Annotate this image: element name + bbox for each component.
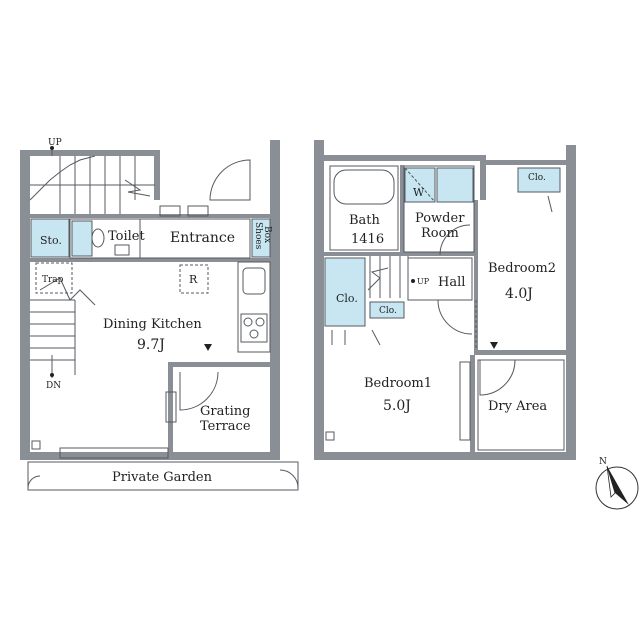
powder-room-label-2: Room bbox=[421, 226, 459, 241]
dining-kitchen-size: 9.7J bbox=[137, 337, 165, 353]
closet-bedroom2 bbox=[517, 167, 561, 193]
refrigerator-label: R bbox=[189, 273, 198, 286]
entrance-door[interactable] bbox=[209, 159, 251, 201]
wall-lower-rooms bbox=[30, 258, 272, 262]
wall-top-step bbox=[480, 155, 486, 200]
trap-door[interactable] bbox=[35, 262, 73, 294]
toilet-label: Toilet bbox=[108, 229, 145, 244]
toilet-sink bbox=[71, 220, 93, 257]
wall-right bbox=[270, 140, 280, 460]
kitchen-sink bbox=[242, 267, 266, 295]
garden-gate-left[interactable] bbox=[27, 475, 41, 489]
entrance-step-2 bbox=[187, 205, 209, 217]
shoes-box-label-2: Box bbox=[262, 226, 272, 243]
stove bbox=[240, 313, 268, 343]
storage-label: Sto. bbox=[40, 234, 62, 247]
bedroom2-size: 4.0J bbox=[505, 286, 533, 302]
wall-top-2 bbox=[314, 155, 484, 161]
down-arrow-icon-2 bbox=[490, 342, 498, 349]
down-arrow-icon bbox=[204, 344, 212, 351]
wall-right-2 bbox=[566, 145, 576, 460]
grating-terrace-label-1: Grating bbox=[200, 404, 250, 419]
wall-bath-bottom bbox=[324, 252, 474, 256]
bedroom2-label: Bedroom2 bbox=[488, 261, 556, 276]
closet-small-label: Clo. bbox=[379, 306, 397, 316]
bath-label: Bath bbox=[349, 213, 381, 228]
hall-door[interactable] bbox=[437, 299, 473, 335]
closet-small bbox=[369, 301, 405, 319]
grating-terrace-label-2: Terrace bbox=[200, 419, 251, 434]
private-garden-label: Private Garden bbox=[112, 470, 213, 485]
refrigerator-space bbox=[179, 264, 209, 294]
shoes-box bbox=[251, 218, 271, 258]
vanity bbox=[436, 167, 474, 203]
powder-room-area bbox=[403, 165, 475, 253]
second-floor: Bath 1416 W Powder Room Clo. Clo. UP Hal… bbox=[314, 140, 576, 460]
wall-bedroom2-left bbox=[474, 200, 478, 350]
wall-stair-right bbox=[154, 150, 160, 200]
compass-icon: N bbox=[595, 457, 639, 510]
trap-label: Trap bbox=[42, 275, 64, 285]
stairs-up-label: UP bbox=[48, 138, 62, 148]
wall-bottom-2 bbox=[314, 452, 576, 460]
wall-upper-rooms bbox=[30, 214, 272, 218]
terrace-door[interactable] bbox=[179, 371, 219, 411]
entrance-step bbox=[159, 205, 181, 217]
floor-drain-icon-2 bbox=[325, 431, 335, 441]
powder-room-label-1: Powder bbox=[415, 211, 465, 226]
dry-area-door[interactable] bbox=[479, 359, 516, 396]
bathtub bbox=[333, 169, 395, 205]
wall-left-2 bbox=[314, 140, 324, 460]
bath-room bbox=[329, 165, 399, 251]
wall-dryarea-left bbox=[470, 355, 475, 453]
entrance-area bbox=[139, 218, 251, 259]
closet-doors bbox=[331, 329, 381, 346]
kitchen-counter bbox=[237, 261, 271, 353]
bedroom1-label: Bedroom1 bbox=[364, 376, 432, 391]
first-floor: UP DN Sto. Toilet Entrance Shoes Box Tra… bbox=[20, 138, 299, 491]
bedroom1-window bbox=[459, 361, 471, 441]
wall-bedroom2-bottom bbox=[474, 350, 566, 355]
toilet-tank bbox=[114, 244, 130, 256]
shoes-box-label-1: Shoes bbox=[253, 222, 263, 250]
bedroom1-size: 5.0J bbox=[383, 398, 411, 414]
wall-top-bedroom2 bbox=[480, 160, 576, 165]
wall-top-stairs bbox=[20, 150, 160, 156]
entrance-label: Entrance bbox=[170, 230, 235, 246]
private-garden-area bbox=[27, 461, 299, 491]
dry-area-space bbox=[477, 359, 565, 451]
compass-north-label: N bbox=[599, 457, 607, 467]
washer-label: W bbox=[413, 186, 425, 199]
wall-left bbox=[20, 150, 30, 460]
wall-terrace-top bbox=[168, 362, 272, 367]
storage-closet bbox=[30, 218, 70, 258]
closet-bedroom2-door bbox=[547, 195, 553, 213]
terrace-window bbox=[165, 391, 177, 423]
toilet-bowl bbox=[91, 228, 105, 248]
floor-drain-icon bbox=[31, 440, 41, 450]
garden-window bbox=[59, 447, 169, 459]
wall-terrace-left bbox=[168, 362, 173, 454]
wall-bath-right bbox=[400, 165, 404, 255]
dry-area-label: Dry Area bbox=[488, 399, 547, 414]
closet-bedroom2-label: Clo. bbox=[528, 173, 546, 183]
staircase-lower bbox=[30, 277, 96, 378]
staircase-upper bbox=[29, 155, 155, 214]
hall-label: Hall bbox=[438, 275, 465, 290]
garden-gate[interactable] bbox=[279, 469, 299, 489]
closet-bedroom1 bbox=[324, 257, 366, 327]
powder-door[interactable] bbox=[439, 224, 471, 256]
dining-kitchen-label: Dining Kitchen bbox=[103, 317, 202, 332]
staircase-second-floor bbox=[367, 256, 415, 298]
stairs-down-label: DN bbox=[46, 381, 61, 391]
bath-size: 1416 bbox=[351, 232, 384, 247]
hall-area bbox=[407, 257, 473, 301]
closet-bedroom1-label: Clo. bbox=[336, 292, 358, 305]
wall-bottom bbox=[20, 452, 280, 460]
stairs-up-label-2: UP bbox=[417, 277, 430, 286]
